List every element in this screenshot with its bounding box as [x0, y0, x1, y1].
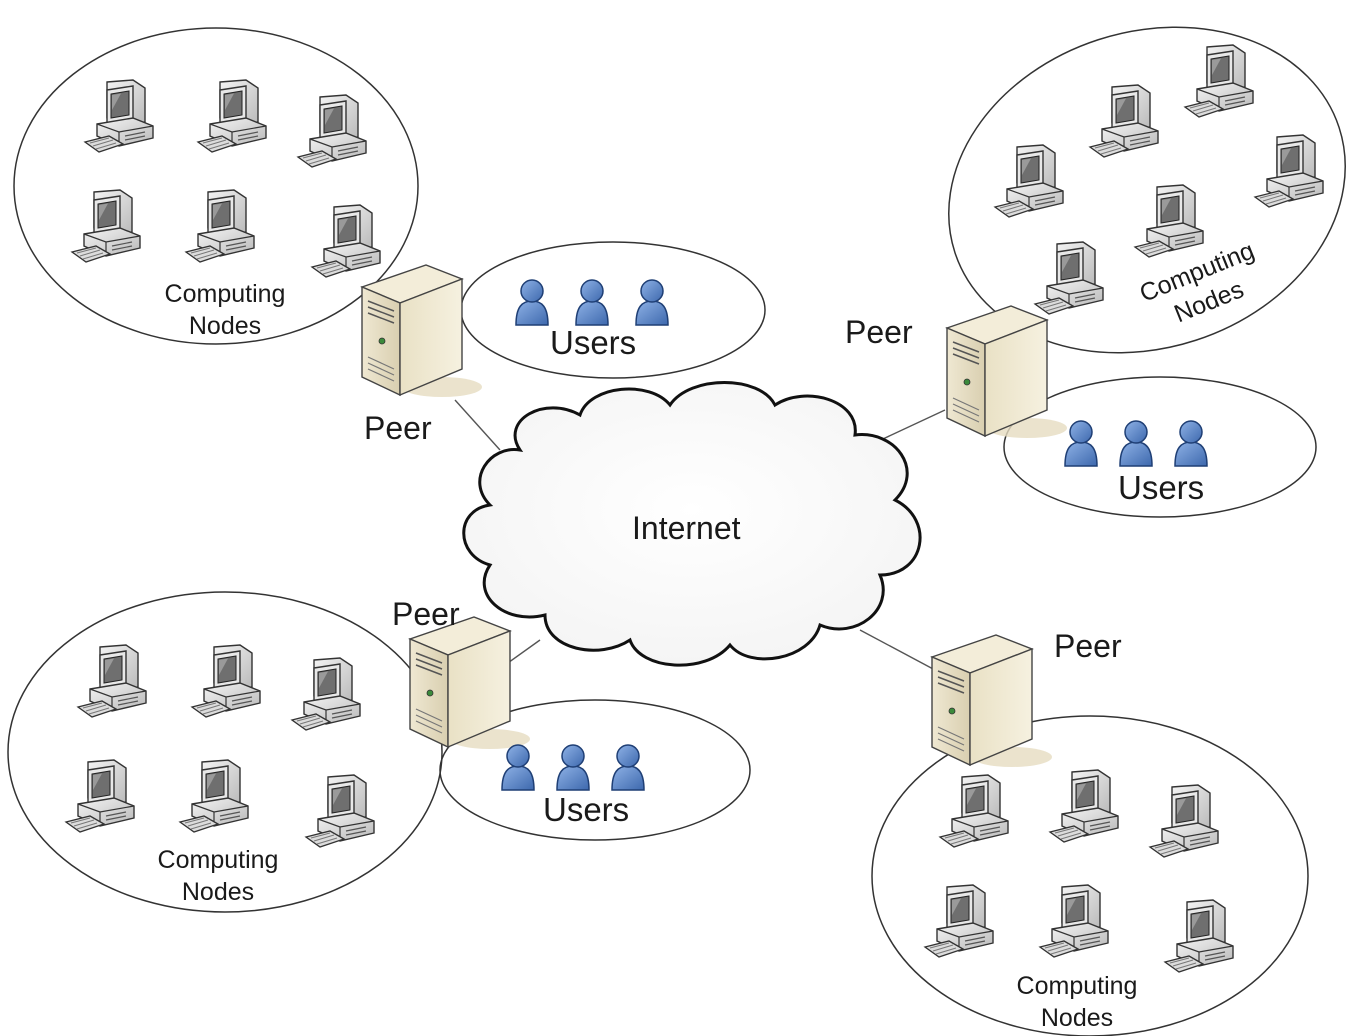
nodes-label-line2: Nodes	[1040, 1004, 1114, 1032]
nodes-label-line2: Nodes	[188, 312, 262, 340]
desktop-computer-icon	[197, 79, 267, 153]
desktop-computer-icon	[924, 884, 994, 958]
desktop-computer-icon	[65, 759, 135, 833]
user-icon	[556, 744, 590, 791]
users-group-top-right	[1003, 376, 1317, 518]
desktop-computer-icon	[1164, 899, 1234, 973]
peer-label-top-left: Peer	[364, 410, 432, 446]
internet-label: Internet	[632, 510, 741, 546]
users-top-right	[1064, 420, 1208, 467]
desktop-computer-icon	[1034, 241, 1104, 315]
desktop-computer-icon	[84, 79, 154, 153]
desktop-computer-icon	[179, 759, 249, 833]
user-icon	[501, 744, 535, 791]
desktop-computer-icon	[185, 189, 255, 263]
desktop-computer-icon	[1134, 184, 1204, 258]
nodes-group-bottom-right	[871, 715, 1309, 1036]
users-bottom-left	[501, 744, 645, 791]
user-icon	[1119, 420, 1153, 467]
desktop-computer-icon	[297, 94, 367, 168]
user-icon	[611, 744, 645, 791]
desktop-computer-icon	[77, 644, 147, 718]
desktop-computer-icon	[291, 657, 361, 731]
desktop-computer-icon	[191, 644, 261, 718]
nodes-label-line2: Nodes	[181, 878, 255, 906]
users-label-top-right: Users	[1118, 469, 1205, 506]
nodes-label-bottom-left: Computing Nodes	[143, 844, 293, 908]
peer-label-bottom-left: Peer	[392, 596, 460, 632]
user-icon	[515, 279, 549, 326]
desktop-computer-icon	[305, 774, 375, 848]
desktop-computer-icon	[1049, 769, 1119, 843]
desktop-computer-icon	[1089, 84, 1159, 158]
nodes-group-top-right	[948, 26, 1346, 354]
peer-label-top-right: Peer	[845, 314, 913, 350]
peer-server-top-left	[361, 264, 483, 398]
nodes-group-bottom-left	[7, 591, 443, 913]
desktop-computer-icon	[71, 189, 141, 263]
desktop-computer-icon	[994, 144, 1064, 218]
desktop-computer-icon	[1254, 134, 1324, 208]
peer-server-bottom-right	[931, 634, 1053, 768]
internet-cloud-icon	[462, 381, 922, 667]
computing-nodes-bottom-right	[924, 769, 1234, 973]
nodes-label-line1: Computing	[157, 846, 279, 874]
user-icon	[635, 279, 669, 326]
users-group-bottom-left	[439, 699, 751, 841]
users-label-top-left: Users	[550, 324, 637, 361]
peer-label-bottom-right: Peer	[1054, 628, 1122, 664]
peer-server-bottom-left	[409, 616, 531, 750]
user-icon	[1064, 420, 1098, 467]
user-icon	[575, 279, 609, 326]
desktop-computer-icon	[311, 204, 381, 278]
computing-nodes-top-left	[71, 79, 381, 278]
desktop-computer-icon	[1039, 884, 1109, 958]
nodes-label-line1: Computing	[164, 280, 286, 308]
desktop-computer-icon	[1149, 784, 1219, 858]
nodes-label-line1: Computing	[1016, 972, 1138, 1000]
nodes-label-bottom-right: Computing Nodes	[1002, 970, 1152, 1034]
peer-server-top-right	[946, 305, 1068, 439]
user-icon	[1174, 420, 1208, 467]
nodes-group-top-left	[13, 27, 419, 345]
computing-nodes-bottom-left	[65, 644, 375, 848]
desktop-computer-icon	[939, 774, 1009, 848]
users-label-bottom-left: Users	[543, 791, 630, 828]
nodes-label-top-left: Computing Nodes	[150, 278, 300, 342]
users-top-left	[515, 279, 669, 326]
desktop-computer-icon	[1184, 44, 1254, 118]
